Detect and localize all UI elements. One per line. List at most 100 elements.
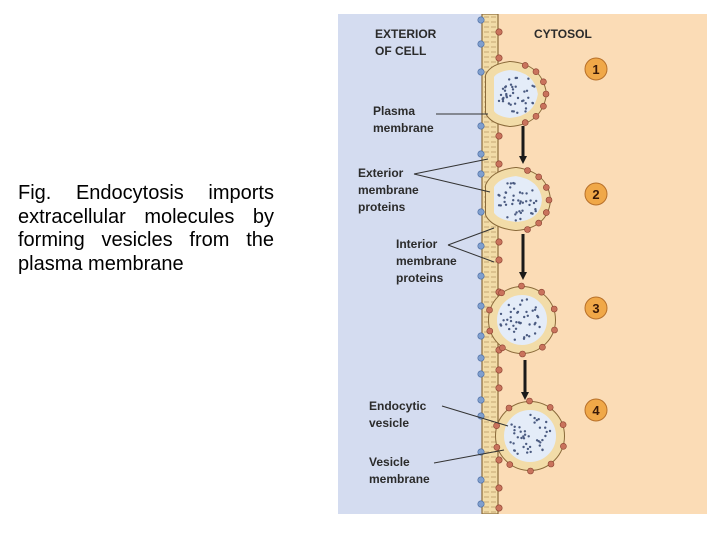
cargo-dot bbox=[522, 445, 525, 449]
cargo-dot bbox=[509, 182, 513, 185]
cargo-dot bbox=[510, 423, 513, 426]
cargo-dot bbox=[505, 94, 508, 98]
cargo-dot bbox=[526, 447, 530, 451]
cargo-dot bbox=[522, 435, 525, 438]
exterior-protein bbox=[477, 354, 485, 362]
exterior-protein bbox=[477, 272, 485, 280]
vesicle-protein bbox=[551, 326, 558, 334]
vesicle-protein bbox=[498, 289, 505, 297]
cargo-dot bbox=[516, 436, 519, 439]
cargo-dot bbox=[501, 100, 505, 103]
vesicle-protein bbox=[526, 397, 533, 405]
interior-protein bbox=[495, 366, 503, 374]
cargo-dot bbox=[502, 96, 505, 100]
cargo-dot bbox=[527, 96, 530, 100]
cargo-dot bbox=[535, 419, 538, 422]
cargo-dot bbox=[525, 442, 528, 446]
cargo-dot bbox=[537, 418, 540, 421]
invagination-protein bbox=[532, 113, 540, 120]
invagination-protein bbox=[535, 219, 542, 227]
step-number-2: 2 bbox=[592, 187, 599, 202]
cargo-dot bbox=[509, 316, 512, 319]
cargo-dot bbox=[532, 201, 536, 205]
exterior-protein bbox=[477, 500, 485, 508]
cargo-dot bbox=[533, 421, 536, 424]
cargo-dot bbox=[509, 319, 513, 323]
cargo-dot bbox=[518, 202, 522, 205]
exterior-protein bbox=[477, 396, 485, 404]
interior-protein bbox=[495, 456, 503, 464]
cargo-dot bbox=[513, 182, 516, 185]
plasma-membrane bbox=[481, 14, 499, 514]
stage-3-vesicle bbox=[488, 286, 556, 354]
label-exterior-proteins-line2: membrane bbox=[358, 183, 419, 197]
cargo-dot bbox=[509, 83, 513, 86]
step-number-3: 3 bbox=[592, 301, 599, 316]
cargo-dot bbox=[502, 319, 505, 322]
cargo-dot bbox=[523, 90, 526, 93]
cargo-dot bbox=[523, 315, 526, 319]
exterior-region bbox=[338, 14, 488, 514]
cargo-dot bbox=[519, 303, 522, 306]
interior-protein bbox=[495, 132, 503, 140]
vesicle-protein bbox=[486, 327, 494, 335]
invagination-protein bbox=[532, 68, 540, 76]
cargo-dot bbox=[513, 425, 516, 428]
interior-protein bbox=[495, 384, 503, 392]
cargo-dot bbox=[534, 321, 537, 325]
vesicle-protein bbox=[519, 350, 526, 358]
cargo-dot bbox=[538, 444, 541, 447]
figure-caption: Fig. Endocytosis imports extracellular m… bbox=[18, 182, 274, 275]
interior-protein bbox=[495, 28, 503, 36]
stage-2-invagination bbox=[485, 167, 551, 231]
cargo-dot bbox=[525, 298, 529, 301]
step-badge-2: 2 bbox=[584, 182, 608, 206]
exterior-protein bbox=[477, 242, 485, 250]
cargo-dot bbox=[499, 323, 502, 326]
cargo-dot bbox=[525, 89, 529, 93]
cytosol-heading: CYTOSOL bbox=[534, 27, 592, 41]
leader-exterior-proteins-a bbox=[413, 158, 489, 175]
cargo-dot bbox=[499, 93, 503, 97]
invagination-protein bbox=[543, 184, 550, 191]
cargo-dot bbox=[516, 111, 519, 115]
cargo-dot bbox=[520, 299, 524, 302]
cargo-dot bbox=[511, 91, 515, 95]
cargo-dot bbox=[512, 194, 515, 197]
invagination-protein bbox=[540, 78, 547, 86]
cargo-dot bbox=[527, 435, 530, 438]
cargo-dot bbox=[512, 330, 516, 333]
cargo-dot bbox=[514, 219, 517, 222]
cargo-dot bbox=[524, 110, 527, 113]
cargo-dot bbox=[513, 429, 516, 432]
cargo-dot bbox=[523, 336, 526, 339]
cargo-dot bbox=[497, 204, 501, 207]
vesicle-protein bbox=[547, 460, 555, 468]
interior-protein bbox=[495, 484, 503, 492]
invagination-protein bbox=[524, 167, 531, 174]
cargo-dot bbox=[518, 210, 521, 213]
cargo-dot bbox=[525, 200, 528, 203]
label-exterior-proteins-line3: proteins bbox=[358, 200, 406, 214]
vesicle-protein bbox=[546, 404, 554, 411]
cargo-dot bbox=[516, 452, 519, 455]
step-number-1: 1 bbox=[592, 62, 599, 77]
cargo-dot bbox=[514, 76, 517, 80]
vesicle-protein bbox=[499, 344, 506, 352]
cargo-dot bbox=[533, 308, 537, 311]
invagination-protein bbox=[521, 62, 529, 69]
interior-protein bbox=[495, 504, 503, 512]
interior-protein bbox=[495, 256, 503, 264]
cargo-dot bbox=[525, 192, 528, 195]
cargo-dot bbox=[524, 102, 527, 105]
cargo-dot bbox=[515, 321, 518, 324]
vesicle-protein bbox=[538, 288, 545, 296]
cargo-dot bbox=[513, 432, 516, 435]
cargo-dot bbox=[534, 209, 537, 213]
diagram-canvas: EXTERIOR OF CELL CYTOSOL 1 2 3 4 Plasma … bbox=[338, 14, 707, 514]
cargo-dot bbox=[531, 84, 534, 88]
exterior-protein bbox=[477, 302, 485, 310]
cargo-dot bbox=[531, 212, 534, 215]
cargo-dot bbox=[509, 310, 512, 314]
cargo-dot bbox=[541, 438, 544, 442]
